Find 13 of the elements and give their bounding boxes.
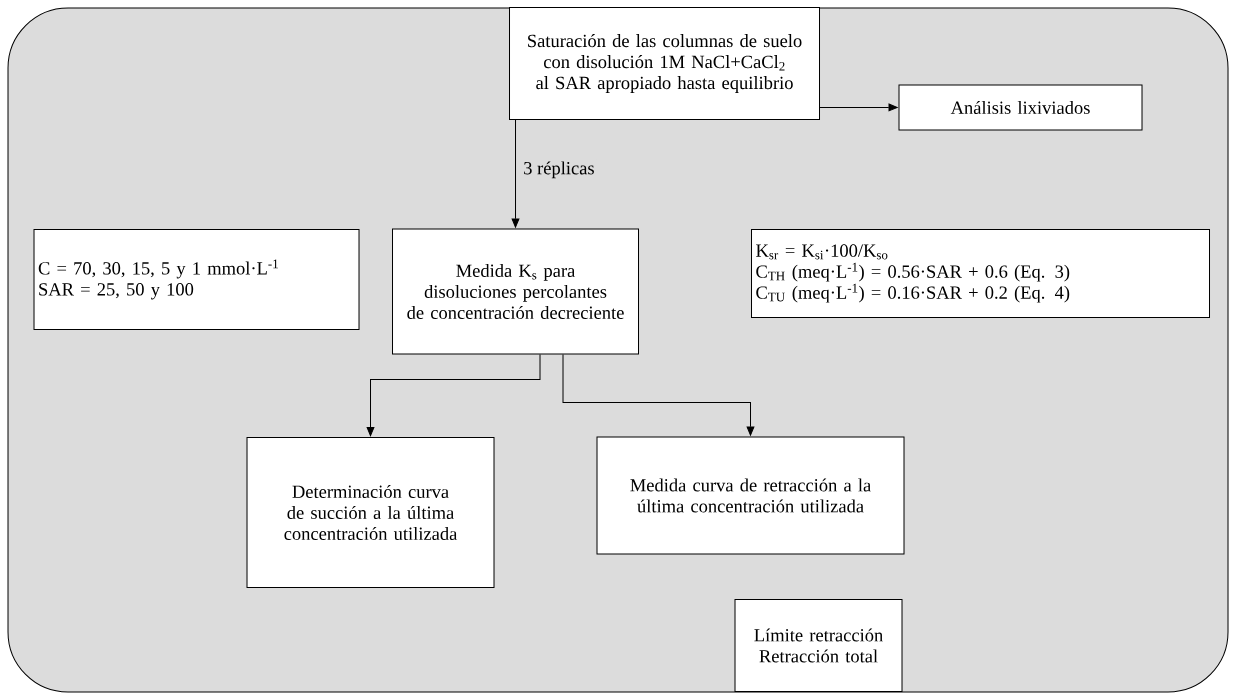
arrow: [511, 119, 520, 228]
process-box: C = 70, 30, 15, 5 y 1 mmol·L$^{-1}$ SAR = 25, 50 y 100: [33, 229, 360, 330]
arrow: [562, 354, 755, 436]
process-box: Determinación curva de succión a la última concentración utilizada: [246, 437, 495, 588]
process-box: Saturación de las columnas de suelo con disolución 1M NaCl+CaCl$_{2}$ al SAR apropiado hasta equilibrio: [509, 7, 820, 120]
edge-label: 3 réplicas: [524, 161, 594, 179]
process-box: K$_{sr}$ = K$_{si}$·100/K$_{so}$ C$_{TH}$ (meq·L$^{-1}$) = 0.56·SAR + 0.6 (Eq. 3) C$_{TU}$ (meq·L$^{-1}$) = 0.16·SAR + 0.2 (Eq. 4): [751, 229, 1210, 318]
arrow: [366, 354, 541, 437]
process-box: Análisis lixiviados: [898, 84, 1143, 131]
process-box: Límite retracción Retracción total: [734, 599, 903, 692]
process-box: Medida K$_{s}$ para disoluciones percolantes de concentración decreciente: [392, 228, 639, 355]
process-box: Medida curva de retracción a la última concentración utilizada: [596, 436, 905, 555]
arrow: [819, 103, 898, 112]
